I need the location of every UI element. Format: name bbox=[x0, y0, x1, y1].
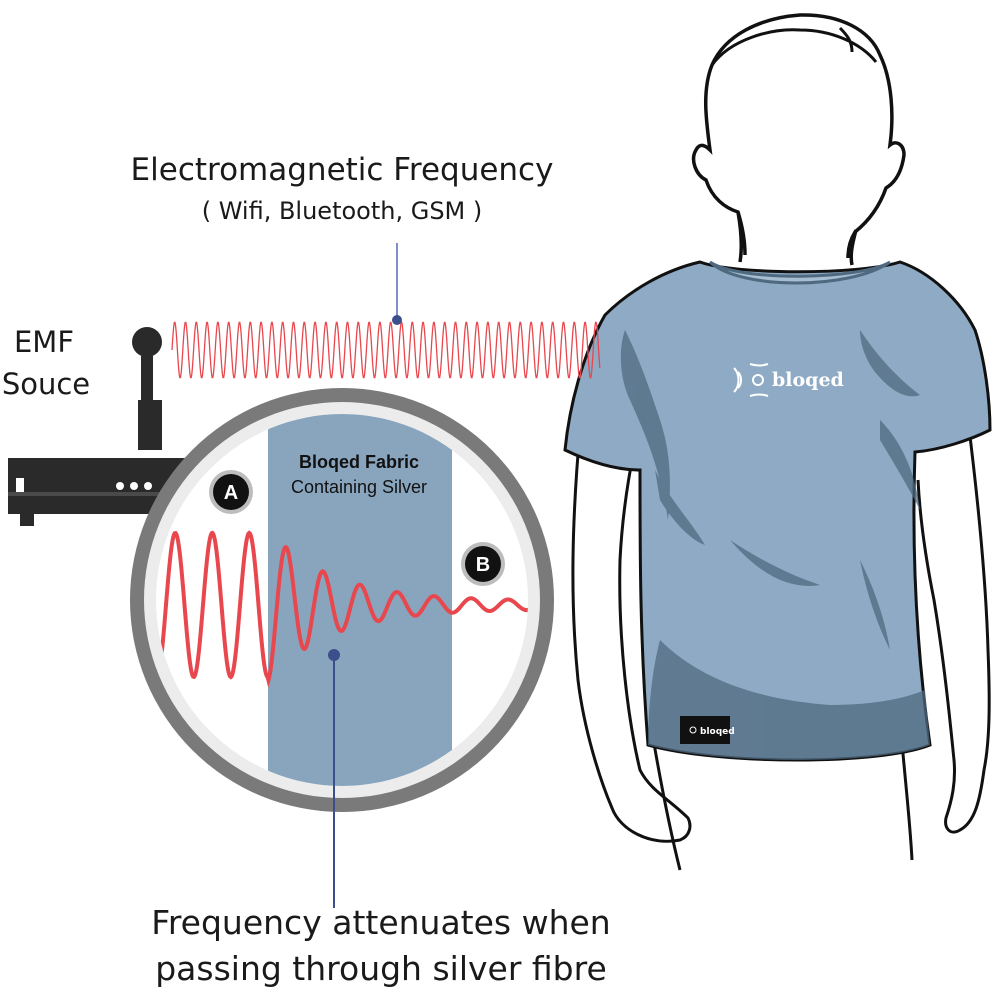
bloqed-logo-icon bbox=[733, 363, 769, 397]
emf-source-label-line2: Souce bbox=[2, 367, 90, 401]
magnifier-lens: Bloqed Fabric Containing Silver A B bbox=[130, 388, 554, 908]
left-arm bbox=[571, 429, 692, 843]
emf-pointer-dot bbox=[392, 315, 402, 325]
emf-title: Electromagnetic Frequency bbox=[131, 152, 554, 188]
bloqed-chest-logo: bloqed bbox=[733, 363, 844, 397]
emf-subtitle: ( Wifi, Bluetooth, GSM ) bbox=[202, 197, 483, 225]
bloqed-tag-text: bloqed bbox=[700, 727, 735, 737]
emf-wave bbox=[171, 321, 601, 379]
shirt-collar bbox=[708, 260, 891, 285]
marker-b: B bbox=[461, 542, 505, 586]
caption-line1: Frequency attenuates when bbox=[151, 903, 610, 942]
bloqed-fabric-band bbox=[268, 414, 452, 786]
attenuating-wave bbox=[156, 530, 528, 688]
person-illustration: bloqed bloqed bbox=[563, 13, 992, 871]
fabric-subtitle: Containing Silver bbox=[291, 477, 427, 497]
head bbox=[691, 13, 906, 259]
marker-a: A bbox=[209, 470, 253, 514]
caption-line2: passing through silver fibre bbox=[155, 949, 607, 988]
right-arm bbox=[916, 419, 991, 834]
fabric-title: Bloqed Fabric bbox=[299, 452, 419, 472]
hair-line bbox=[710, 26, 878, 66]
marker-b-label: B bbox=[476, 554, 490, 576]
marker-a-label: A bbox=[224, 482, 238, 504]
antenna-tip bbox=[132, 327, 162, 357]
neck bbox=[736, 211, 858, 266]
bloqed-hem-tag: bloqed bbox=[680, 716, 735, 744]
bloqed-logo-text: bloqed bbox=[772, 369, 844, 391]
emf-source-label-line1: EMF bbox=[14, 325, 74, 359]
